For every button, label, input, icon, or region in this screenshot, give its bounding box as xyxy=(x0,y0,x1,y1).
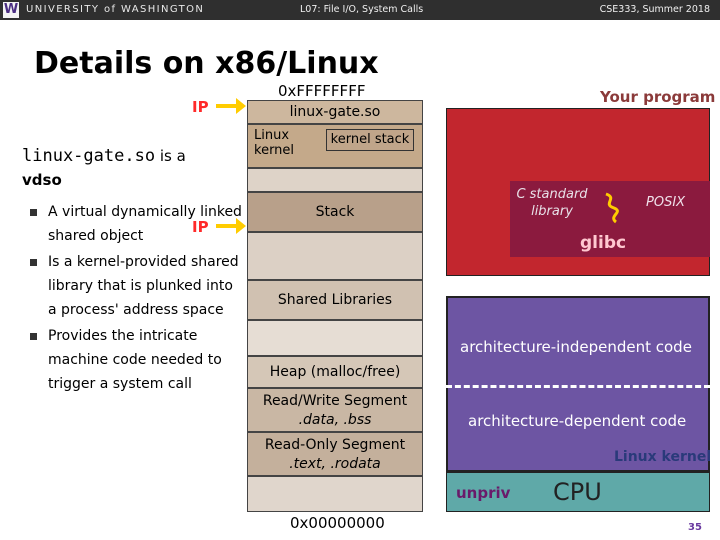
segment-linux-gate: linux-gate.so xyxy=(247,100,423,124)
segment-stack: Stack xyxy=(247,192,423,232)
segment-gap xyxy=(247,168,423,192)
segment-gap xyxy=(247,320,423,356)
arch-independent-label: architecture-independent code xyxy=(460,338,692,356)
page-number: 35 xyxy=(688,522,702,533)
bullet-list: A virtual dynamically linked shared obje… xyxy=(28,200,243,398)
heap-label: Heap (malloc/free) xyxy=(269,364,401,380)
glibc-label: glibc xyxy=(580,233,627,253)
squiggle-connector-icon xyxy=(605,192,619,224)
linux-gate-code: linux-gate.so xyxy=(22,146,156,166)
kernel-box xyxy=(446,296,710,472)
rw-sections-label: .data, .bss xyxy=(298,412,372,428)
bullet-item: A virtual dynamically linked shared obje… xyxy=(28,200,243,248)
ro-sections-label: .text, .rodata xyxy=(289,456,381,472)
linux-kernel-label: Linux kernel xyxy=(254,128,295,158)
ip-arrow-top-icon xyxy=(216,98,246,114)
stack-label: Stack xyxy=(315,204,355,220)
segment-heap: Heap (malloc/free) xyxy=(247,356,423,388)
ip-label-top: IP xyxy=(192,98,209,116)
rw-segment-label: Read/Write Segment xyxy=(262,393,408,409)
linux-kernel-diagram-label: Linux kernel xyxy=(614,449,712,465)
segment-gap xyxy=(247,476,423,512)
cpu-label: CPU xyxy=(553,478,602,506)
intro-is-a: is a xyxy=(155,147,186,165)
segment-read-write: Read/Write Segment .data, .bss xyxy=(247,388,423,432)
linux-gate-label: linux-gate.so xyxy=(289,104,381,120)
ip-label-bottom: IP xyxy=(192,218,209,236)
bottom-address-label: 0x00000000 xyxy=(290,514,385,532)
your-program-label: Your program xyxy=(600,88,716,106)
glibc-box xyxy=(510,181,710,257)
ip-arrow-bottom-icon xyxy=(216,218,246,234)
intro-text: linux-gate.so is a vdso xyxy=(22,144,242,192)
arch-divider xyxy=(446,385,710,388)
slide-title: Details on x86/Linux xyxy=(34,46,379,81)
uw-logo-icon: W xyxy=(3,2,19,18)
segment-linux-kernel: Linux kernel kernel stack xyxy=(247,124,423,168)
shared-libraries-label: Shared Libraries xyxy=(277,292,393,308)
posix-label: POSIX xyxy=(646,195,686,210)
lecture-title: L07: File I/O, System Calls xyxy=(300,4,424,15)
top-address-label: 0xFFFFFFFF xyxy=(278,82,366,100)
segment-read-only: Read-Only Segment .text, .rodata xyxy=(247,432,423,476)
bullet-item: Provides the intricate machine code need… xyxy=(28,324,243,396)
c-standard-library-label: C standard library xyxy=(516,187,588,219)
intro-vdso: vdso xyxy=(22,171,62,189)
university-name: UNIVERSITY of WASHINGTON xyxy=(26,4,205,15)
kernel-stack-box: kernel stack xyxy=(326,129,414,151)
ro-segment-label: Read-Only Segment xyxy=(264,437,406,453)
course-name: CSE333, Summer 2018 xyxy=(599,4,710,15)
slide-header: W UNIVERSITY of WASHINGTON L07: File I/O… xyxy=(0,0,720,20)
segment-shared-libraries: Shared Libraries xyxy=(247,280,423,320)
cpu-box xyxy=(446,472,710,512)
bullet-item: Is a kernel-provided shared library that… xyxy=(28,250,243,322)
segment-gap xyxy=(247,232,423,280)
unpriv-label: unpriv xyxy=(456,484,511,502)
arch-dependent-label: architecture-dependent code xyxy=(468,412,687,430)
